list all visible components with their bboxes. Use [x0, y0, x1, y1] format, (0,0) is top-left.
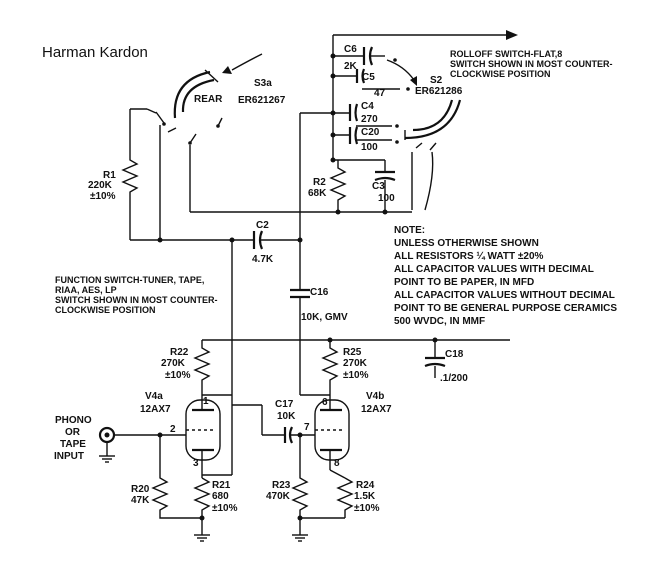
svg-text:RIAA, AES, LP: RIAA, AES, LP: [55, 285, 117, 295]
s2-desc-1: ROLLOFF SWITCH-FLAT,8: [450, 49, 562, 59]
function-switch-text: FUNCTION SWITCH-TUNER, TAPE, RIAA, AES, …: [55, 275, 218, 315]
svg-text:±10%: ±10%: [354, 503, 380, 514]
capacitor-c4: C4 270: [333, 101, 392, 127]
c5-ref: C5: [362, 72, 375, 83]
c4-ref: C4: [361, 101, 374, 112]
svg-text:±10%: ±10%: [343, 370, 369, 381]
switch-s3a: REAR S3a ER621267: [130, 53, 286, 240]
title: Harman Kardon: [42, 44, 148, 61]
svg-text:R25: R25: [343, 347, 362, 358]
svg-text:TAPE: TAPE: [60, 439, 86, 450]
r1-tolerance: ±10%: [90, 191, 116, 202]
svg-text:V4a: V4a: [145, 391, 163, 402]
svg-text:INPUT: INPUT: [54, 451, 84, 462]
c2-ref: C2: [256, 220, 269, 231]
resistor-r24: R24 1.5K ±10%: [329, 469, 380, 518]
s2-part: ER621286: [415, 86, 463, 97]
svg-text:R24: R24: [356, 480, 375, 491]
svg-text:R22: R22: [170, 347, 189, 358]
svg-text:1.5K: 1.5K: [354, 491, 376, 502]
svg-text:8: 8: [334, 458, 340, 469]
svg-text:12AX7: 12AX7: [140, 404, 171, 415]
svg-text:C17: C17: [275, 399, 294, 410]
s2-ref: S2: [430, 75, 443, 86]
capacitor-c5: C5 47: [333, 68, 400, 99]
tube-v4a: 1 2 3 V4a 12AX7: [140, 391, 232, 470]
c16-ref: C16: [310, 287, 329, 298]
svg-text:FUNCTION SWITCH-TUNER, TAPE,: FUNCTION SWITCH-TUNER, TAPE,: [55, 275, 204, 285]
switch-s2: S2 ER621286 ROLLOFF SWITCH-FLAT,8 SWITCH…: [386, 49, 613, 211]
note: NOTE: UNLESS OTHERWISE SHOWN ALL RESISTO…: [394, 225, 617, 327]
svg-text:OR: OR: [65, 427, 81, 438]
svg-text:POINT TO BE PAPER, IN MFD: POINT TO BE PAPER, IN MFD: [394, 277, 534, 288]
svg-text:10K: 10K: [277, 411, 296, 422]
c3-value: 100: [378, 193, 395, 204]
svg-text:PHONO: PHONO: [55, 415, 92, 426]
s3a-ref: S3a: [254, 78, 272, 89]
c18-ref: C18: [445, 349, 464, 360]
resistor-r20: R20 47K: [131, 435, 202, 519]
svg-text:SWITCH SHOWN IN MOST COUNTER-: SWITCH SHOWN IN MOST COUNTER-: [55, 295, 218, 305]
s3a-part: ER621267: [238, 95, 286, 106]
svg-text:2: 2: [170, 424, 176, 435]
svg-text:680: 680: [212, 491, 229, 502]
svg-text:270K: 270K: [343, 358, 368, 369]
svg-text:6: 6: [322, 397, 328, 408]
capacitor-c17: C17 10K: [231, 395, 315, 475]
svg-text:470K: 470K: [266, 491, 291, 502]
c6-ref: C6: [344, 44, 357, 55]
r2-ref: R2: [313, 177, 326, 188]
c2-value: 4.7K: [252, 254, 274, 265]
c3-ref: C3: [372, 181, 385, 192]
svg-text:3: 3: [193, 458, 199, 469]
svg-text:500 WVDC, IN MMF: 500 WVDC, IN MMF: [394, 316, 485, 327]
tube-v4b: 6 7 8 V4b 12AX7: [300, 391, 392, 470]
capacitor-c6: C6 2K: [333, 44, 385, 72]
c4-value: 270: [361, 114, 378, 125]
c6-value: 2K: [344, 61, 358, 72]
bplus-rail: C18 .1/200: [202, 337, 510, 384]
svg-text:±10%: ±10%: [212, 503, 238, 514]
feedback-wire: C16 10K, GMV: [290, 112, 348, 395]
svg-text:UNLESS OTHERWISE SHOWN: UNLESS OTHERWISE SHOWN: [394, 238, 539, 249]
resistor-r22: R22 270K ±10%: [161, 340, 211, 395]
svg-text:R20: R20: [131, 484, 150, 495]
c20-ref: C20: [361, 127, 380, 138]
svg-text:V4b: V4b: [366, 391, 384, 402]
svg-text:7: 7: [304, 422, 310, 433]
r2-c3-network: R2 68K C3 100: [190, 159, 412, 215]
r1-ref: R1: [103, 170, 116, 181]
r1-value: 220K: [88, 180, 113, 191]
svg-text:ALL CAPACITOR VALUES WITHOUT D: ALL CAPACITOR VALUES WITHOUT DECIMAL: [394, 290, 615, 301]
svg-text:1: 1: [203, 396, 209, 407]
c5-value: 47: [374, 88, 386, 99]
svg-text:ALL RESISTORS ¼ WATT ±20%: ALL RESISTORS ¼ WATT ±20%: [394, 251, 544, 262]
r2-value: 68K: [308, 188, 327, 199]
s2-desc-2: SWITCH SHOWN IN MOST COUNTER-: [450, 59, 613, 69]
capacitor-c20: C20 100: [333, 126, 392, 153]
resistor-r21: R21 680 ±10%: [193, 470, 238, 542]
svg-text:47K: 47K: [131, 495, 150, 506]
svg-text:ALL CAPACITOR VALUES WITH DECI: ALL CAPACITOR VALUES WITH DECIMAL: [394, 264, 594, 275]
svg-text:R23: R23: [272, 480, 291, 491]
resistor-r23: R23 470K: [266, 435, 345, 542]
svg-text:12AX7: 12AX7: [361, 404, 392, 415]
svg-text:NOTE:: NOTE:: [394, 225, 425, 236]
svg-text:±10%: ±10%: [165, 370, 191, 381]
c18-value: .1/200: [440, 373, 468, 384]
svg-text:270K: 270K: [161, 358, 186, 369]
input-jack: PHONO OR TAPE INPUT: [54, 415, 186, 463]
s2-desc-3: CLOCKWISE POSITION: [450, 69, 551, 79]
c20-value: 100: [361, 142, 378, 153]
svg-text:R21: R21: [212, 480, 231, 491]
c16-value: 10K, GMV: [301, 312, 348, 323]
capacitor-c2: C2 4.7K: [130, 220, 300, 395]
resistor-r1: R1 220K ±10%: [88, 109, 139, 240]
svg-text:CLOCKWISE POSITION: CLOCKWISE POSITION: [55, 305, 156, 315]
s3a-pos: REAR: [194, 94, 223, 105]
resistor-r25: R25 270K ±10%: [321, 340, 369, 395]
svg-text:POINT TO BE GENERAL PURPOSE CE: POINT TO BE GENERAL PURPOSE CERAMICS: [394, 303, 617, 314]
